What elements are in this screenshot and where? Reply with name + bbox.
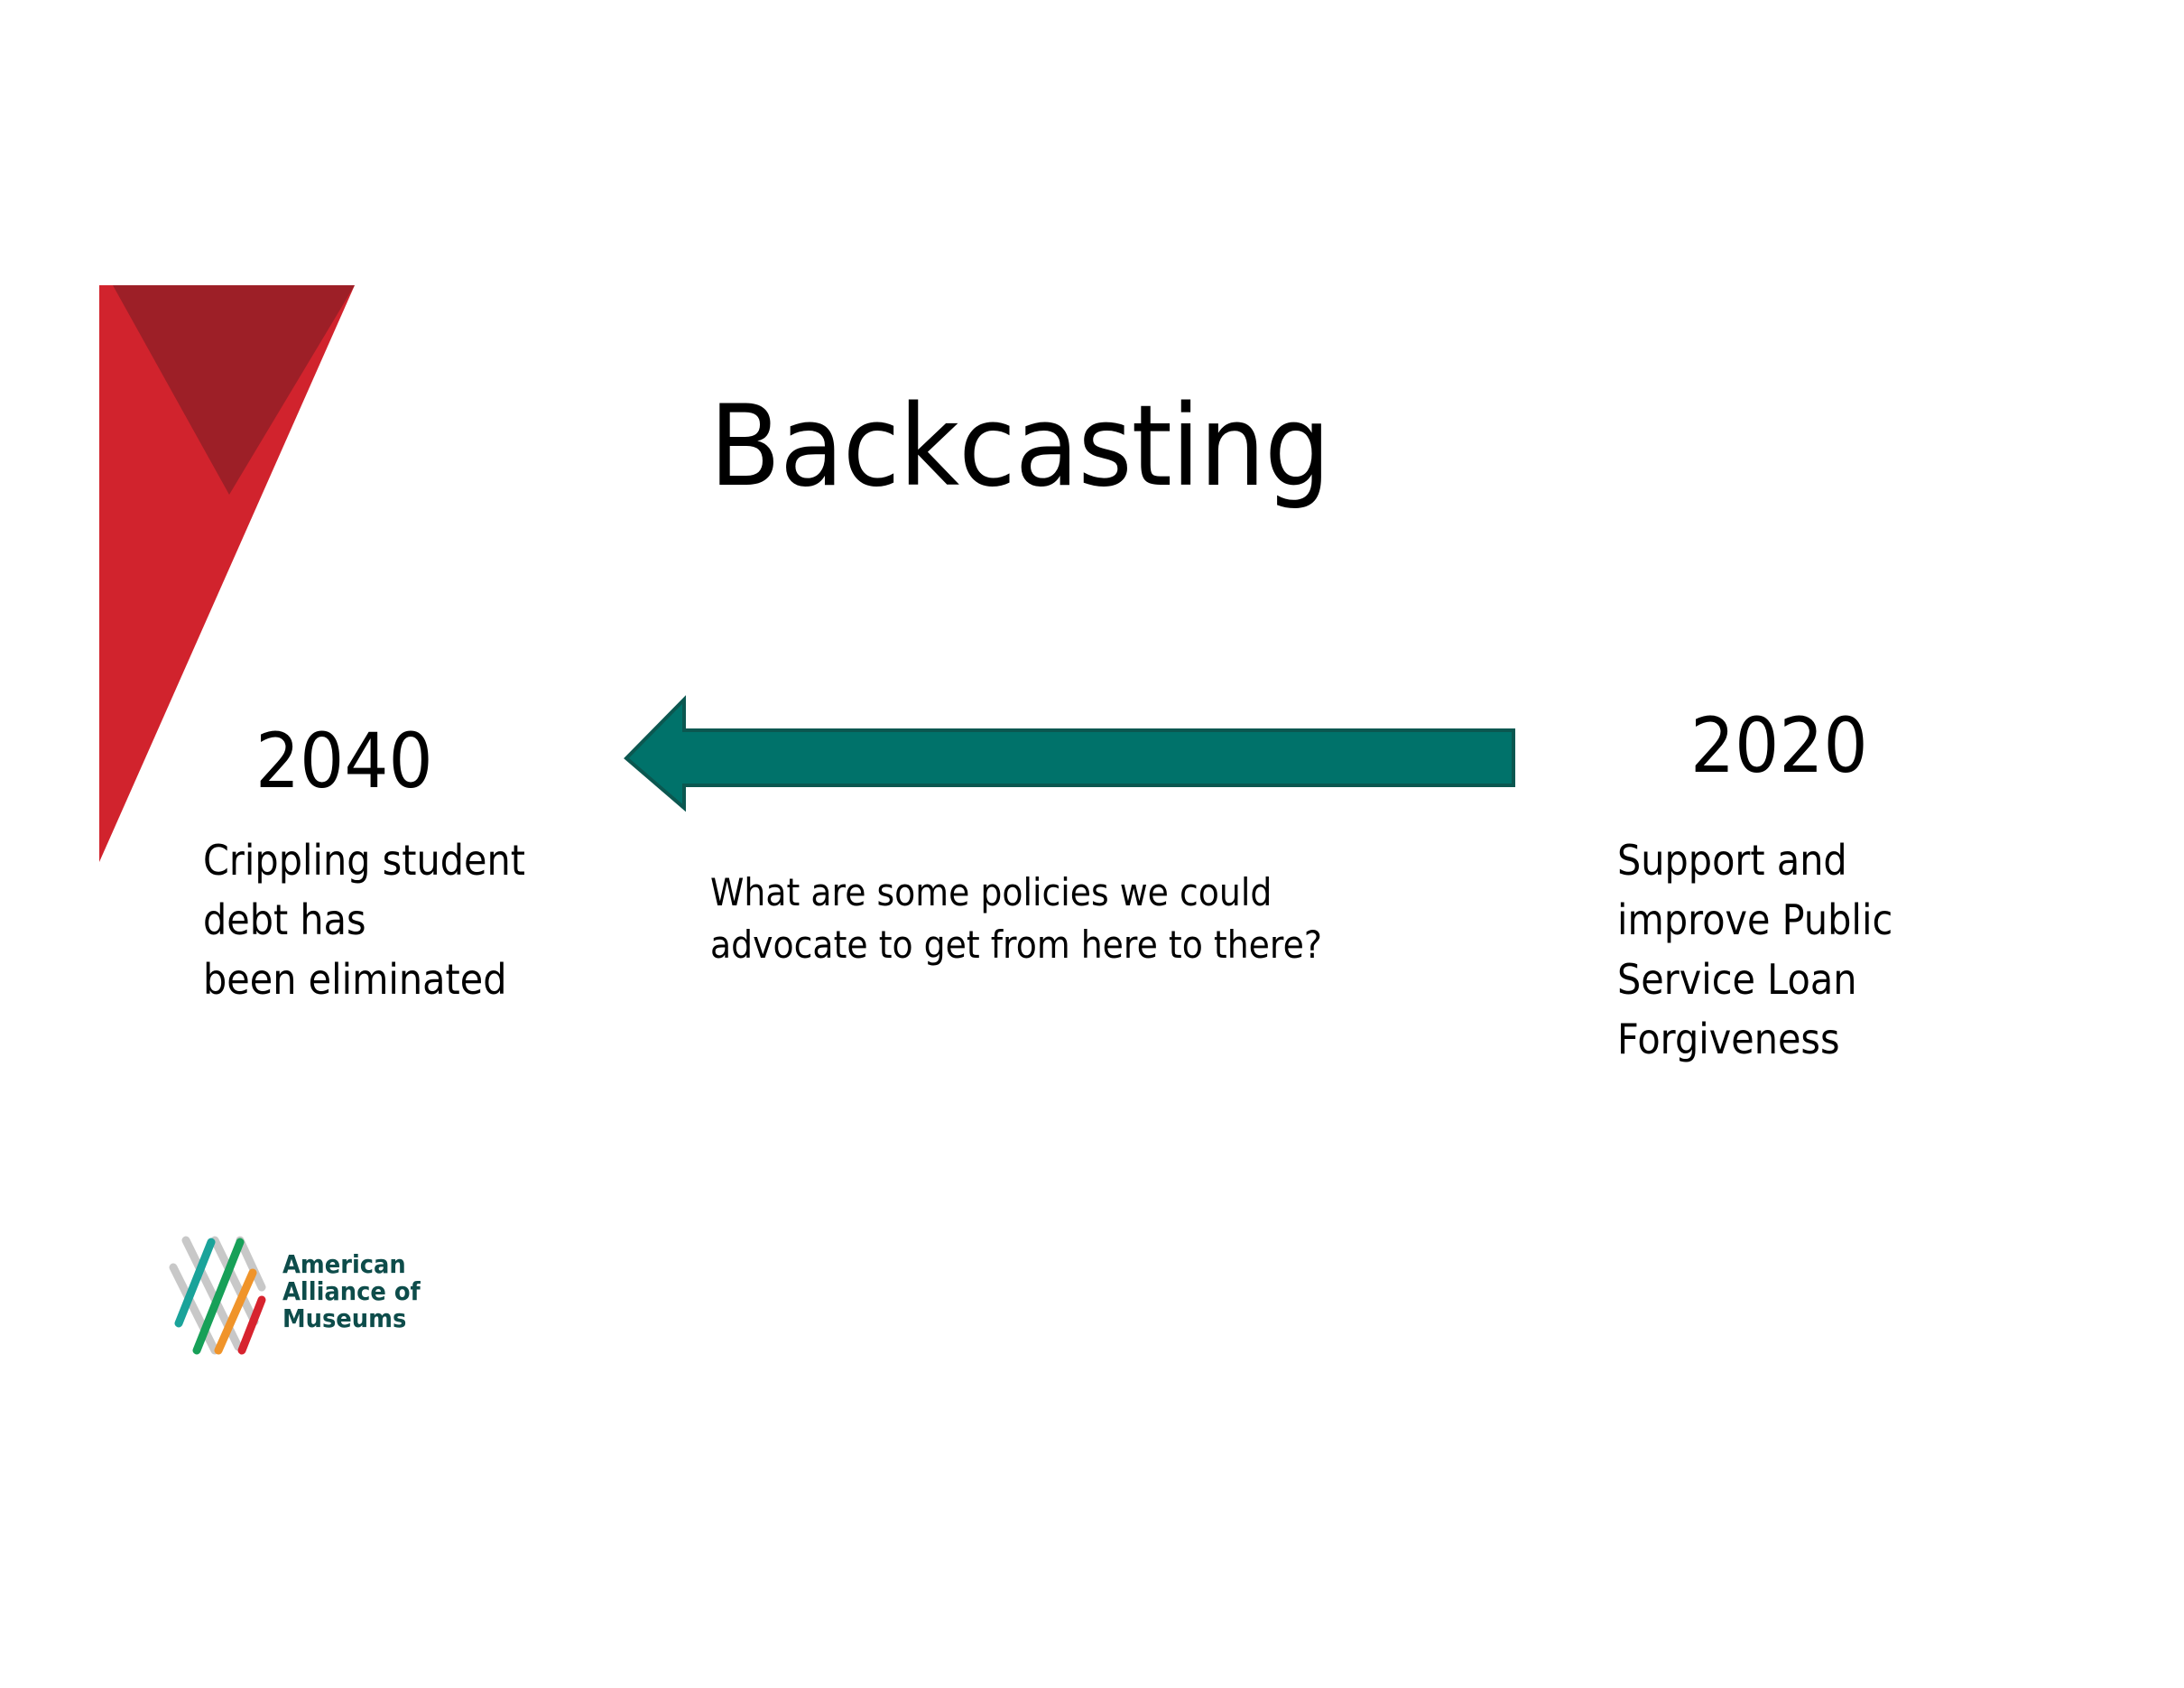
present-description: Support and improve Public Service Loan …: [1617, 830, 1892, 1069]
question-line: What are some policies we could: [710, 870, 1272, 914]
future-description-line: debt has: [203, 895, 366, 944]
present-description-line: Forgiveness: [1617, 1015, 1840, 1063]
future-description-line: Crippling student: [203, 836, 525, 885]
left-arrow-icon: [624, 695, 1515, 812]
future-year: 2040: [255, 717, 433, 805]
logo-line: Alliance of: [282, 1276, 421, 1306]
dark-red-triangle: [113, 285, 355, 495]
logo-line: Museums: [282, 1303, 407, 1333]
future-description-line: been eliminated: [203, 955, 507, 1004]
slide-title: Backcasting: [709, 382, 1330, 512]
aam-logo-mark-icon: [169, 1236, 266, 1355]
future-description: Crippling student debt has been eliminat…: [203, 830, 525, 1009]
logo-line: American: [282, 1249, 406, 1279]
present-description-line: improve Public: [1617, 895, 1893, 944]
present-year: 2020: [1690, 701, 1868, 790]
guiding-question: What are some policies we could advocate…: [710, 867, 1322, 971]
light-red-triangle: [99, 285, 355, 862]
question-line: advocate to get from here to there?: [710, 923, 1322, 967]
present-description-line: Service Loan: [1617, 955, 1857, 1004]
aam-logo-text: American Alliance of Museums: [282, 1251, 421, 1332]
present-description-line: Support and: [1617, 836, 1847, 885]
